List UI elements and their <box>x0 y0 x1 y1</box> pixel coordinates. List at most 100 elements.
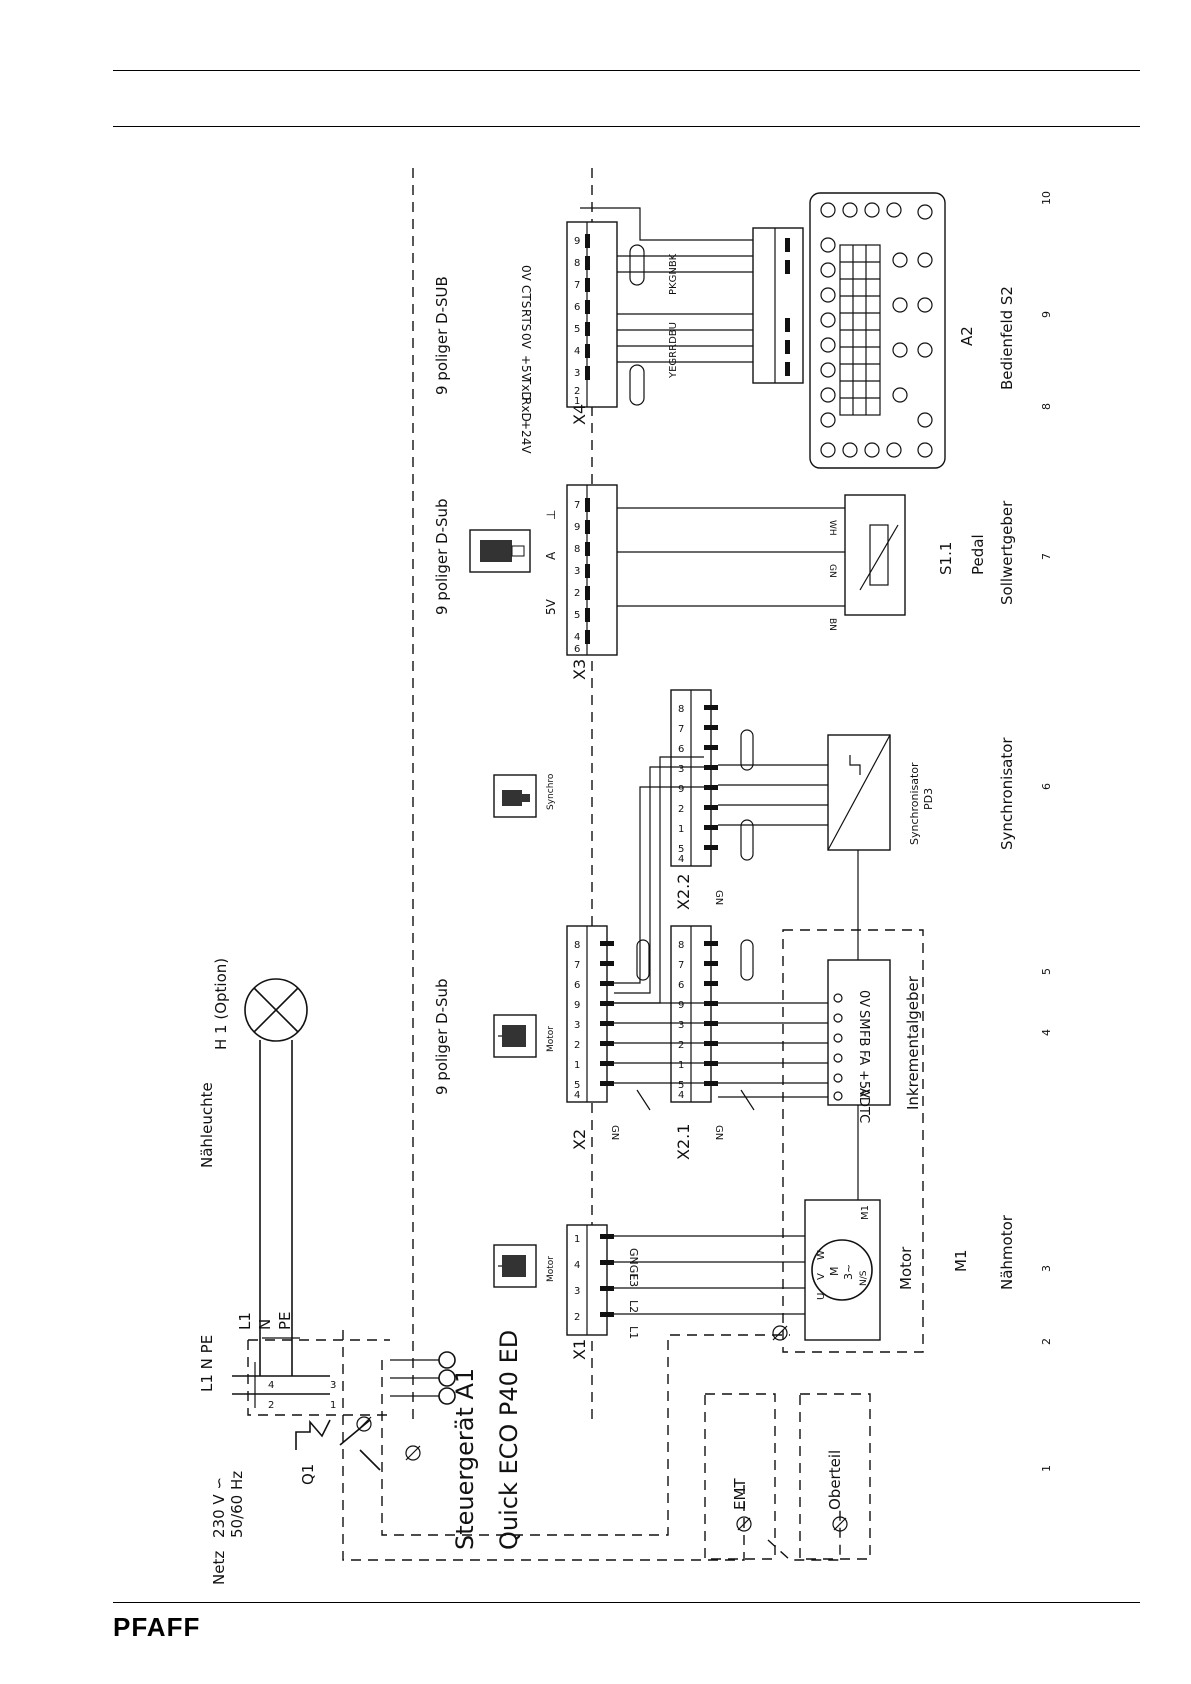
bottom-rule <box>113 1602 1140 1603</box>
switch-ground-icon <box>356 1416 372 1432</box>
svg-text:3: 3 <box>574 368 580 379</box>
x2-connector <box>566 925 614 1103</box>
cable-shield-x4-top <box>629 244 645 286</box>
x22-gn-label: GN <box>713 890 724 905</box>
bedienfeld-label: Bedienfeld S2 <box>998 286 1016 390</box>
svg-text:4: 4 <box>678 854 684 865</box>
column-number-10: 10 <box>1040 191 1053 205</box>
brand-logo: PFAFF <box>113 1612 201 1642</box>
synchro-icon-label: Synchro <box>546 773 556 810</box>
steuergeraet-title: Steuergerät A1 <box>451 1368 479 1550</box>
voltage-label: 230 V ∽ <box>210 1477 228 1538</box>
svg-text:8: 8 <box>678 940 684 951</box>
svg-text:W: W <box>816 1250 827 1260</box>
emt-label: EMT <box>731 1478 749 1510</box>
svg-text:1: 1 <box>678 824 684 835</box>
svg-text:2: 2 <box>574 386 580 397</box>
ink-signal-adtc: ADTC <box>856 1088 871 1123</box>
cable-shield-x21 <box>740 939 754 981</box>
d-sub-label-x3: 9 poliger D-Sub <box>433 498 451 615</box>
x21-label: X2.1 <box>674 1124 693 1160</box>
motor-ground-icon <box>772 1325 788 1341</box>
svg-text:4: 4 <box>268 1380 274 1391</box>
x4-signal-5v: +5V <box>519 355 533 382</box>
svg-text:4: 4 <box>574 1090 580 1101</box>
svg-text:7: 7 <box>678 960 684 971</box>
pe-dash-loop-2 <box>381 1334 790 1536</box>
x4-wire-yegrrdbu: YEGRRDBU <box>668 322 679 379</box>
x4-wire-pkgnbk: PKGNBK <box>668 253 679 295</box>
motor-label: Motor <box>897 1246 915 1290</box>
ink-signal-fa: FA <box>856 1050 871 1065</box>
x4-panel-side-connector <box>752 227 804 384</box>
x4-signal-txd: TxD <box>519 376 533 401</box>
synchronisator-label: Synchronisator <box>998 737 1016 850</box>
pe-dash-loop-1 <box>342 1330 745 1561</box>
sollwertgeber-label: Sollwertgeber <box>998 500 1016 605</box>
naehleuchte-label: Nähleuchte <box>198 1082 216 1168</box>
svg-text:3: 3 <box>574 1020 580 1031</box>
incremental-encoder-box <box>827 959 891 1106</box>
svg-text:6: 6 <box>574 302 580 313</box>
s11-label: S1.1 <box>937 542 955 575</box>
svg-text:6: 6 <box>678 744 684 755</box>
d-sub-label-x4: 9 poliger D-SUB <box>433 276 451 395</box>
l1-n-pe-label: L1 N PE <box>198 1335 216 1392</box>
x3-wire-bn: BN <box>827 618 837 631</box>
svg-text:7: 7 <box>678 724 684 735</box>
svg-text:4: 4 <box>574 1260 580 1271</box>
motor-icon-x2 <box>493 1014 537 1058</box>
x4-signal-0v-1: 0V <box>519 265 533 282</box>
svg-text:2: 2 <box>678 1040 684 1051</box>
oberteil-ground-icon <box>832 1516 848 1532</box>
frame-ground-icon <box>405 1445 421 1461</box>
inkrementalgeber-label: Inkrementalgeber <box>904 975 922 1110</box>
x1-label: X1 <box>570 1339 589 1360</box>
svg-text:6: 6 <box>574 644 580 655</box>
svg-text:4: 4 <box>574 346 580 357</box>
column-number-9: 9 <box>1040 311 1053 318</box>
panel-keys <box>820 202 933 458</box>
pd3-label: PD3 <box>922 788 935 810</box>
x21-connector <box>670 925 718 1103</box>
cable-shield-x22 <box>740 729 754 771</box>
svg-text:1: 1 <box>678 1060 684 1071</box>
svg-text:8: 8 <box>574 258 580 269</box>
x3-signal-a: A <box>544 551 558 560</box>
svg-text:8: 8 <box>574 544 580 555</box>
x4-signal-rxd: RxD <box>519 397 533 422</box>
emt-box <box>704 1393 776 1560</box>
x4-connector <box>566 221 618 408</box>
x1-wire-3: L2 <box>627 1300 640 1313</box>
motor-icon-x1 <box>493 1244 537 1288</box>
svg-text:5: 5 <box>574 1080 580 1091</box>
synchro-icon <box>493 774 537 818</box>
pedal-icon <box>469 529 531 573</box>
svg-text:4: 4 <box>678 1090 684 1101</box>
terminal-pe <box>438 1351 456 1369</box>
ink-signal-sm: SM <box>856 1010 871 1029</box>
top-rule-2 <box>113 126 1140 127</box>
x4-signal-24v: +24V <box>519 420 533 454</box>
x4-label: X4 <box>570 404 589 425</box>
top-rule-1 <box>113 70 1140 71</box>
synchronisator-small-label: Synchronisator <box>908 762 921 845</box>
column-number-4: 4 <box>1040 1029 1053 1036</box>
svg-text:3: 3 <box>678 1020 684 1031</box>
svg-text:1: 1 <box>574 1234 580 1245</box>
column-number-2: 2 <box>1040 1338 1053 1345</box>
d-sub-label-x2: 9 poliger D-Sub <box>433 978 451 1095</box>
svg-text:7: 7 <box>574 280 580 291</box>
svg-text:1: 1 <box>330 1400 336 1411</box>
svg-text:1: 1 <box>574 396 580 407</box>
svg-text:6: 6 <box>678 980 684 991</box>
x1-wire-2: L3 <box>627 1274 640 1287</box>
svg-text:6: 6 <box>574 980 580 991</box>
svg-text:9: 9 <box>678 784 684 795</box>
netz-label: Netz <box>210 1551 228 1585</box>
ink-signal-5v: +5V <box>856 1070 871 1098</box>
pedal-potentiometer-box <box>844 494 906 616</box>
cable-shield-x2 <box>636 939 650 981</box>
svg-text:2: 2 <box>268 1400 274 1411</box>
